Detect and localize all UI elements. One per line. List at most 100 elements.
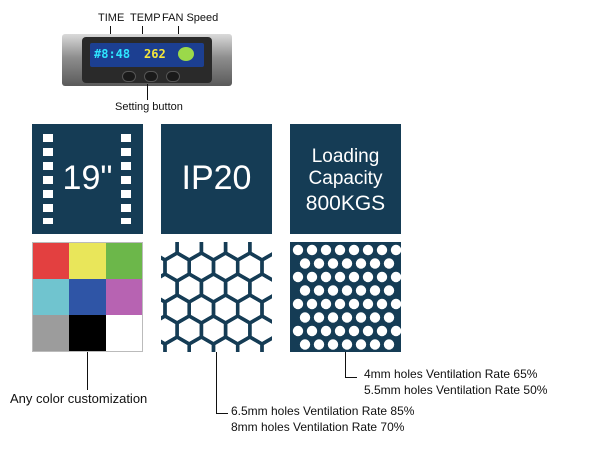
round-hole <box>383 339 395 350</box>
film-strip-left <box>43 134 55 224</box>
round-hole <box>341 258 353 269</box>
round-hole <box>292 271 304 283</box>
round-hole <box>369 285 381 296</box>
round-hole <box>362 244 374 256</box>
round-hole <box>306 298 318 310</box>
round-hole <box>341 339 353 350</box>
time-readout: #8:48 <box>94 47 131 61</box>
setting-button-label: Setting button <box>115 101 183 113</box>
round-hole <box>362 271 374 283</box>
round-hole <box>299 258 311 269</box>
hex-cell <box>163 334 191 352</box>
round-hole <box>334 271 346 283</box>
color-swatch <box>69 279 106 315</box>
round-hole <box>355 285 367 296</box>
round-hole <box>327 258 339 269</box>
round-hole <box>313 258 325 269</box>
round-hole <box>306 244 318 256</box>
lcd-screen: #8:48 262 <box>90 43 204 67</box>
setting-button[interactable] <box>166 71 180 82</box>
round-hole <box>327 285 339 296</box>
color-swatch <box>33 279 70 315</box>
round-hole <box>313 312 325 323</box>
round-hole <box>327 339 339 350</box>
color-callout-line <box>87 352 88 390</box>
round-hole <box>299 285 311 296</box>
loading-line-1: Loading <box>311 146 380 167</box>
color-swatch <box>105 315 142 351</box>
setting-pointer <box>147 84 148 100</box>
round-callout-vertical <box>345 352 346 378</box>
color-swatch <box>105 243 142 279</box>
round-mesh-tile <box>290 242 401 352</box>
round-hole <box>292 298 304 310</box>
color-customization-label: Any color customization <box>10 391 148 406</box>
fan-icon <box>178 47 194 61</box>
hex-cell <box>187 334 216 352</box>
round-hole <box>383 285 395 296</box>
round-hole <box>341 312 353 323</box>
panel-bezel: #8:48 262 <box>82 37 212 83</box>
round-hole <box>355 312 367 323</box>
color-swatch <box>105 279 142 315</box>
color-swatch <box>33 315 70 351</box>
round-hole <box>348 325 360 337</box>
loading-capacity-tile: Loading Capacity 800KGS <box>290 124 401 234</box>
round-hole <box>341 285 353 296</box>
round-hole <box>320 298 332 310</box>
setting-button[interactable] <box>122 71 136 82</box>
hex-cell <box>235 334 264 352</box>
setting-button[interactable] <box>144 71 158 82</box>
color-swatch <box>69 243 106 279</box>
round-hole <box>355 258 367 269</box>
size-text: 19" <box>62 159 113 197</box>
round-hole <box>334 298 346 310</box>
round-hole <box>306 271 318 283</box>
round-hole <box>376 325 388 337</box>
round-hole <box>306 325 318 337</box>
round-hole <box>348 298 360 310</box>
color-swatch-grid <box>32 242 143 352</box>
color-swatch <box>33 243 70 279</box>
hex-mesh-pattern <box>161 242 272 352</box>
fan-speed-label: FAN Speed <box>162 12 219 24</box>
round-hole <box>390 325 401 337</box>
hex-callout-horizontal <box>216 413 228 414</box>
temp-readout: 262 <box>144 47 166 61</box>
round-hole <box>376 244 388 256</box>
round-hole <box>320 325 332 337</box>
round-hole <box>299 339 311 350</box>
round-hole <box>355 339 367 350</box>
round-hole <box>390 244 401 256</box>
round-hole <box>292 244 304 256</box>
round-hole <box>327 312 339 323</box>
round-hole <box>320 244 332 256</box>
time-label: TIME <box>98 12 125 24</box>
size-tile: 19" <box>32 124 143 234</box>
color-swatch <box>69 315 106 351</box>
hex-mesh-tile <box>161 242 272 352</box>
round-hole <box>376 298 388 310</box>
round-hole <box>383 258 395 269</box>
round-hole <box>320 271 332 283</box>
round-hole <box>369 312 381 323</box>
round-mesh-line-1: 4mm holes Ventilation Rate 65% <box>364 367 538 381</box>
round-hole <box>369 339 381 350</box>
round-hole <box>299 312 311 323</box>
round-hole <box>348 271 360 283</box>
temp-label: TEMP <box>130 12 161 24</box>
round-callout-horizontal <box>345 377 357 378</box>
round-hole <box>348 244 360 256</box>
round-hole <box>334 325 346 337</box>
control-panel: #8:48 262 <box>62 34 232 86</box>
hex-mesh-line-2: 8mm holes Ventilation Rate 70% <box>231 420 405 434</box>
round-hole <box>292 325 304 337</box>
round-hole <box>369 258 381 269</box>
ip-rating-text: IP20 <box>181 159 252 197</box>
hex-callout-vertical <box>216 352 217 414</box>
round-hole <box>390 271 401 283</box>
round-hole <box>390 298 401 310</box>
round-hole <box>334 244 346 256</box>
round-hole <box>376 271 388 283</box>
round-hole <box>313 285 325 296</box>
